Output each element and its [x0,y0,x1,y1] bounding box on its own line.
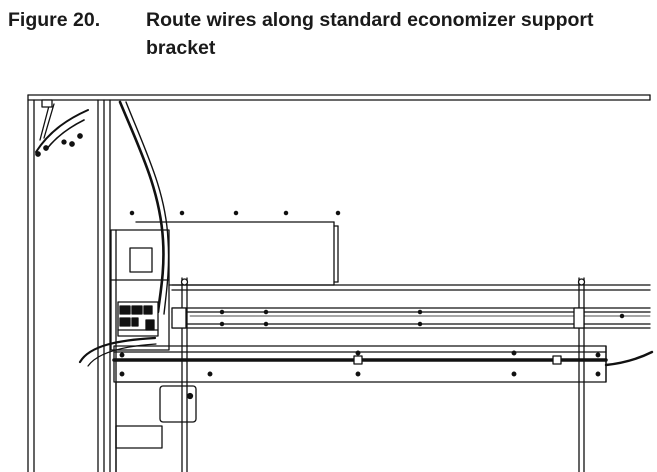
cabinet-frame [27,94,651,472]
economizer-support-bracket [112,345,654,383]
economizer-wiring-illustration [27,94,654,472]
corner-wire-bundle [35,99,89,157]
support-rods [171,277,586,472]
control-box [110,229,170,351]
damper-rails [171,284,651,329]
lower-components [115,381,197,472]
figure-number: Figure 20. [8,9,101,31]
figure-title: Route wires along standard economizer su… [146,9,594,59]
